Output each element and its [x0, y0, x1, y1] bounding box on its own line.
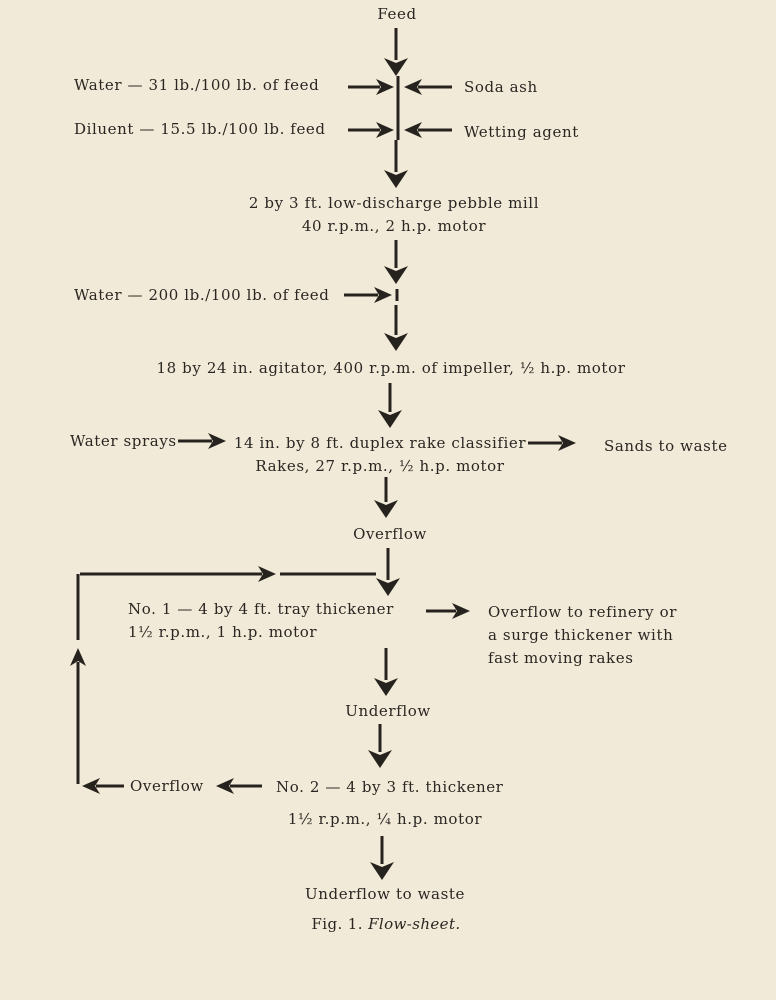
pebble-mill-line-1: 2 by 3 ft. low-discharge pebble mill	[248, 194, 540, 212]
pebble-mill-block: 2 by 3 ft. low-discharge pebble mill 40 …	[249, 192, 539, 238]
thickener-1-line-1: No. 1 — 4 by 4 ft. tray thickener	[128, 600, 394, 618]
arrowhead	[384, 58, 408, 76]
classifier-block: 14 in. by 8 ft. duplex rake classifier R…	[234, 432, 526, 478]
overflow-1-label: Overflow	[353, 525, 427, 543]
figure-caption: Fig. 1. Flow-sheet.	[311, 915, 460, 933]
overflow-refinery-line-1: Overflow to refinery or	[488, 603, 677, 621]
pebble-mill-line-2: 40 r.p.m., 2 h.p. motor	[301, 217, 487, 235]
thickener-1-line-2: 1½ r.p.m., 1 h.p. motor	[128, 623, 318, 641]
diluent-label: Diluent — 15.5 lb./100 lb. feed	[74, 120, 326, 138]
sands-to-waste-label: Sands to waste	[604, 437, 728, 455]
overflow-2-label: Overflow	[130, 777, 204, 795]
thickener-1-block: No. 1 — 4 by 4 ft. tray thickener 1½ r.p…	[128, 598, 394, 644]
underflow-1-label: Underflow	[345, 702, 431, 720]
underflow-to-waste-label: Underflow to waste	[305, 885, 465, 903]
thickener-2-motor-label: 1½ r.p.m., ¼ h.p. motor	[287, 810, 483, 828]
caption-title: Flow-sheet.	[368, 915, 461, 933]
classifier-line-2: Rakes, 27 r.p.m., ½ h.p. motor	[255, 457, 505, 475]
agitator-label: 18 by 24 in. agitator, 400 r.p.m. of imp…	[156, 359, 626, 377]
water-1-label: Water — 31 lb./100 lb. of feed	[74, 76, 320, 94]
overflow-refinery-line-2: a surge thickener with	[488, 626, 674, 644]
caption-fig: Fig. 1.	[311, 915, 363, 933]
overflow-refinery-line-3: fast moving rakes	[488, 649, 634, 667]
water-sprays-label: Water sprays	[70, 432, 177, 450]
water-2-label: Water — 200 lb./100 lb. of feed	[74, 286, 330, 304]
thickener-2-label: No. 2 — 4 by 3 ft. thickener	[276, 778, 504, 796]
overflow-refinery-block: Overflow to refinery or a surge thickene…	[488, 601, 677, 670]
classifier-line-1: 14 in. by 8 ft. duplex rake classifier	[233, 434, 527, 452]
feed-label: Feed	[377, 5, 417, 23]
wetting-agent-label: Wetting agent	[464, 123, 579, 141]
soda-ash-label: Soda ash	[464, 78, 538, 96]
